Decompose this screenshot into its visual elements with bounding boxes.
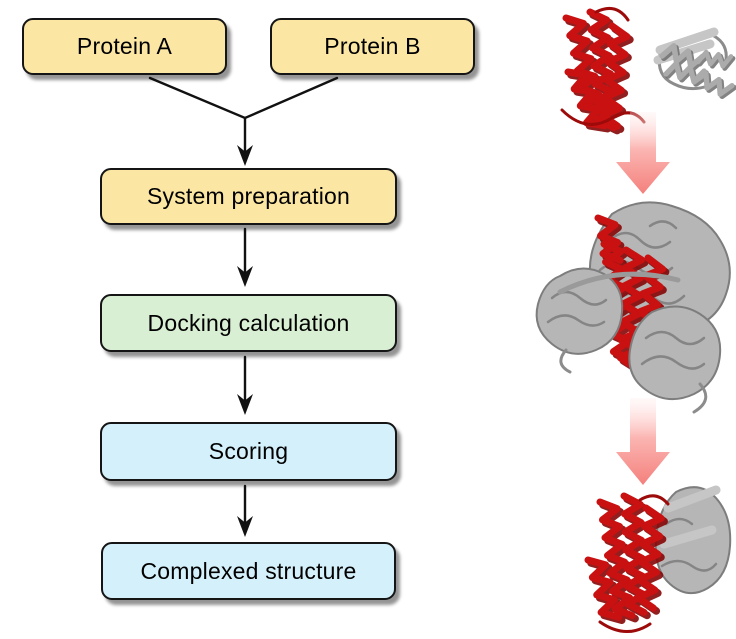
flow-box-label: Scoring [208,438,289,464]
down-arrow-icon [237,145,253,166]
flow-box-label: Protein A [76,33,173,59]
flow-box-label: Protein B [324,33,421,59]
flow-box-docking-calculation: Docking calculation [100,294,397,352]
flow-box-complexed-structure: Complexed structure [101,542,396,600]
merge-connector-line [148,76,339,120]
protein-a-ribbon-image [560,6,646,134]
down-arrow-icon [237,266,253,287]
pink-down-arrow-icon [616,112,670,194]
flow-box-system-preparation: System preparation [100,168,397,225]
flow-box-label: Complexed structure [140,557,357,584]
flow-box-protein-b: Protein B [270,18,475,75]
flow-box-protein-a: Protein A [22,18,227,75]
flow-box-label: Docking calculation [147,309,350,336]
docking-ensemble-image [535,201,731,414]
flow-box-label: System preparation [146,183,351,209]
pink-down-arrow-icon [616,398,670,485]
protein-b-ribbon-image [653,27,734,99]
flow-box-scoring: Scoring [100,422,397,481]
down-arrow-icon [237,516,253,537]
down-arrow-icon [237,394,253,415]
complex-structure-image [588,485,732,633]
